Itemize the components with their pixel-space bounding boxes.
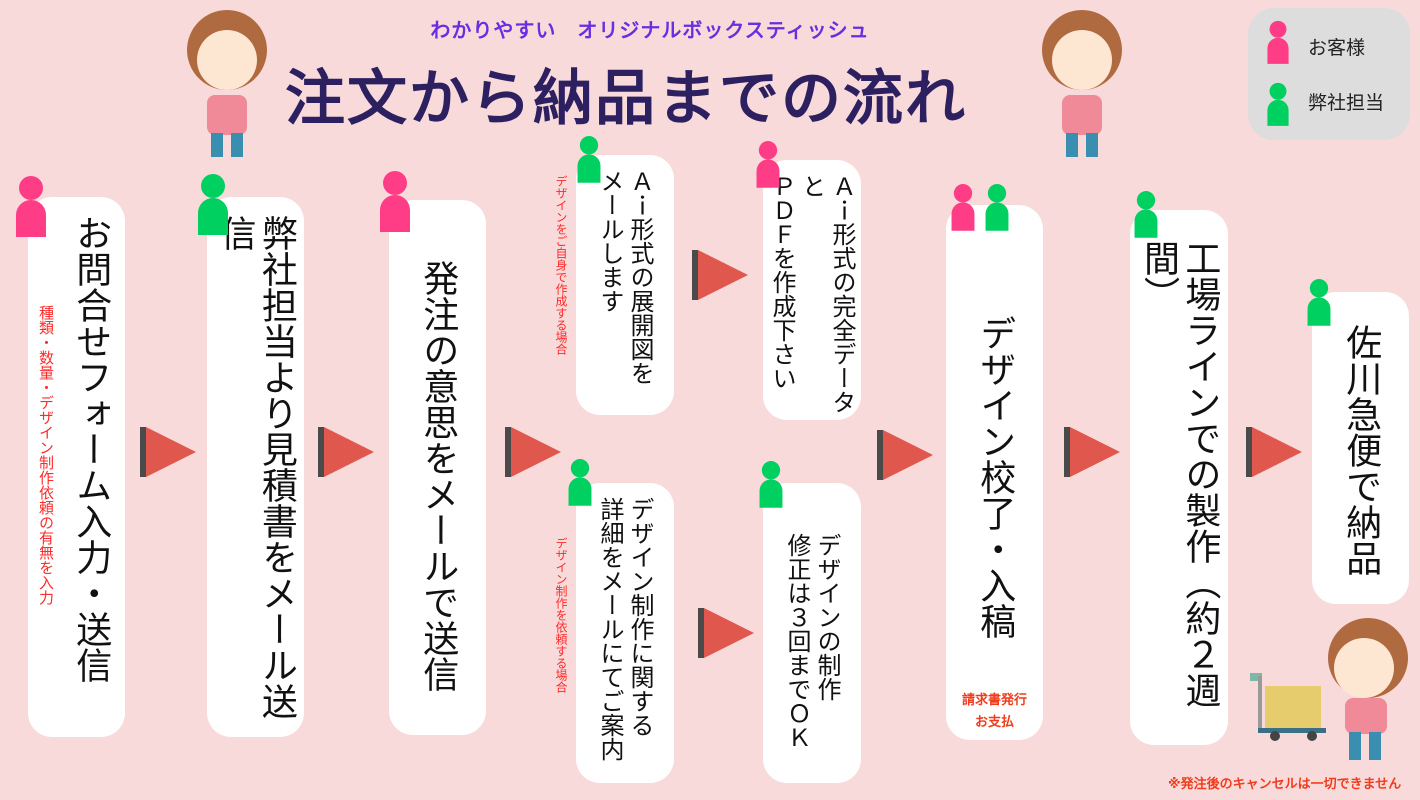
step-complete-data: Ａｉ形式の完全データと ＰＤＦを作成下さい	[763, 160, 861, 420]
arrow-right-icon	[1246, 427, 1302, 477]
staff-icon	[1266, 82, 1290, 126]
customer-icon	[1266, 20, 1290, 64]
step-text: 発注の意思をメールで送信	[417, 260, 459, 692]
step-text: お問合せフォーム入力・送信	[70, 215, 112, 683]
legend: お客様 弊社担当	[1248, 8, 1410, 140]
step-estimate: 弊社担当より見積書をメール送信	[207, 197, 304, 737]
staff-icon	[1306, 278, 1332, 326]
arrow-right-icon	[698, 608, 754, 658]
step-proof-submit: デザイン校了・入稿	[946, 205, 1043, 740]
step-text: 工場ラインでの製作（約２週間）	[1138, 240, 1221, 708]
step-note: 種類・数量・デザイン制作依頼の有無を入力	[37, 305, 55, 605]
step-design-info: デザイン制作に関する 詳細をメールにてご案内	[576, 483, 674, 783]
arrow-right-icon	[318, 427, 374, 477]
step-ai-template: Ａｉ形式の展開図を メールします	[576, 155, 674, 415]
step-text: Ａｉ形式の完全データと ＰＤＦを作成下さい	[768, 174, 856, 414]
step-order: 発注の意思をメールで送信	[389, 200, 486, 735]
legend-customer: お客様	[1308, 37, 1366, 59]
arrow-right-icon	[692, 250, 748, 300]
step-text: 弊社担当より見積書をメール送信	[214, 215, 297, 719]
legend-staff: 弊社担当	[1308, 92, 1385, 114]
step-note: デザイン制作を依頼する場合	[554, 537, 568, 693]
arrow-right-icon	[877, 430, 933, 480]
step-text: デザインの制作 修正は３回までＯＫ	[783, 533, 841, 749]
billing-note: 請求書発行 お支払	[961, 693, 1027, 730]
staff-icon	[567, 458, 593, 506]
customer-icon	[755, 140, 781, 188]
step-production: 工場ラインでの製作（約２週間）	[1130, 210, 1228, 745]
staff-icon	[1133, 190, 1159, 238]
customer-icon	[378, 170, 412, 232]
step-text: デザイン校了・入稿	[974, 315, 1016, 639]
step-note: デザインをご自身で作成する場合	[554, 175, 568, 355]
arrow-right-icon	[140, 427, 196, 477]
staff-icon	[758, 460, 784, 508]
staff-icon	[576, 135, 602, 183]
cancellation-note: ※発注後のキャンセルは一切できません	[1168, 777, 1402, 792]
staff-icon	[196, 173, 230, 235]
subtitle: わかりやすい オリジナルボックスティッシュ	[430, 18, 870, 42]
delivery-character-icon	[1250, 618, 1408, 760]
step-text: 佐川急便で納品	[1340, 324, 1382, 576]
staff-icon	[984, 183, 1010, 231]
step-text: Ａｉ形式の展開図を メールします	[596, 169, 654, 385]
step-inquiry: お問合せフォーム入力・送信	[28, 197, 125, 737]
guide-character-icon	[1042, 10, 1122, 157]
page-title: 注文から納品までの流れ	[285, 64, 967, 134]
step-design-revision: デザインの制作 修正は３回までＯＫ	[763, 483, 861, 783]
step-delivery: 佐川急便で納品	[1312, 292, 1409, 604]
guide-character-icon	[187, 10, 267, 157]
step-text: デザイン制作に関する 詳細をメールにてご案内	[596, 497, 654, 761]
customer-icon	[14, 175, 48, 237]
arrow-right-icon	[1064, 427, 1120, 477]
arrow-right-icon	[505, 427, 561, 477]
customer-icon	[950, 183, 976, 231]
